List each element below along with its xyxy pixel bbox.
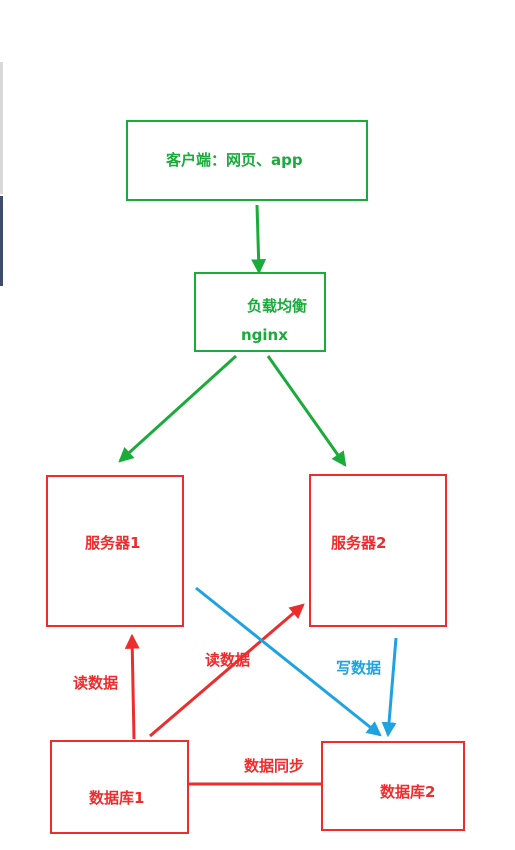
lb-to-server1-arrow — [118, 354, 238, 463]
server2-label: 服务器2 — [331, 534, 387, 552]
left-edge-bar-light — [0, 62, 3, 194]
client-label: 客户端：网页、app — [166, 151, 303, 169]
read-data-left-label: 读数据 — [73, 674, 119, 692]
left-edge-bar-dark — [0, 196, 3, 286]
db1-to-server1-arrow — [124, 633, 140, 740]
server1-label: 服务器1 — [85, 534, 141, 552]
server1-node — [46, 475, 184, 627]
client-node — [126, 120, 368, 201]
server1-to-db2-arrow — [195, 586, 382, 737]
lb-to-server2-arrow — [266, 355, 347, 467]
db1-label: 数据库1 — [89, 789, 145, 807]
read-data-cross-label: 读数据 — [205, 651, 251, 669]
db2-node — [321, 741, 465, 831]
db1-to-server2-arrow — [149, 603, 305, 738]
client-to-lb-arrow — [251, 204, 267, 275]
load-balancer-sublabel: nginx — [241, 326, 288, 344]
data-sync-label: 数据同步 — [244, 757, 305, 775]
load-balancer-label: 负载均衡 — [247, 297, 308, 315]
server2-to-db2-arrow — [381, 637, 398, 738]
db1-node — [50, 740, 189, 834]
server2-node — [309, 474, 447, 627]
db2-label: 数据库2 — [380, 783, 436, 801]
write-data-label: 写数据 — [336, 659, 382, 677]
